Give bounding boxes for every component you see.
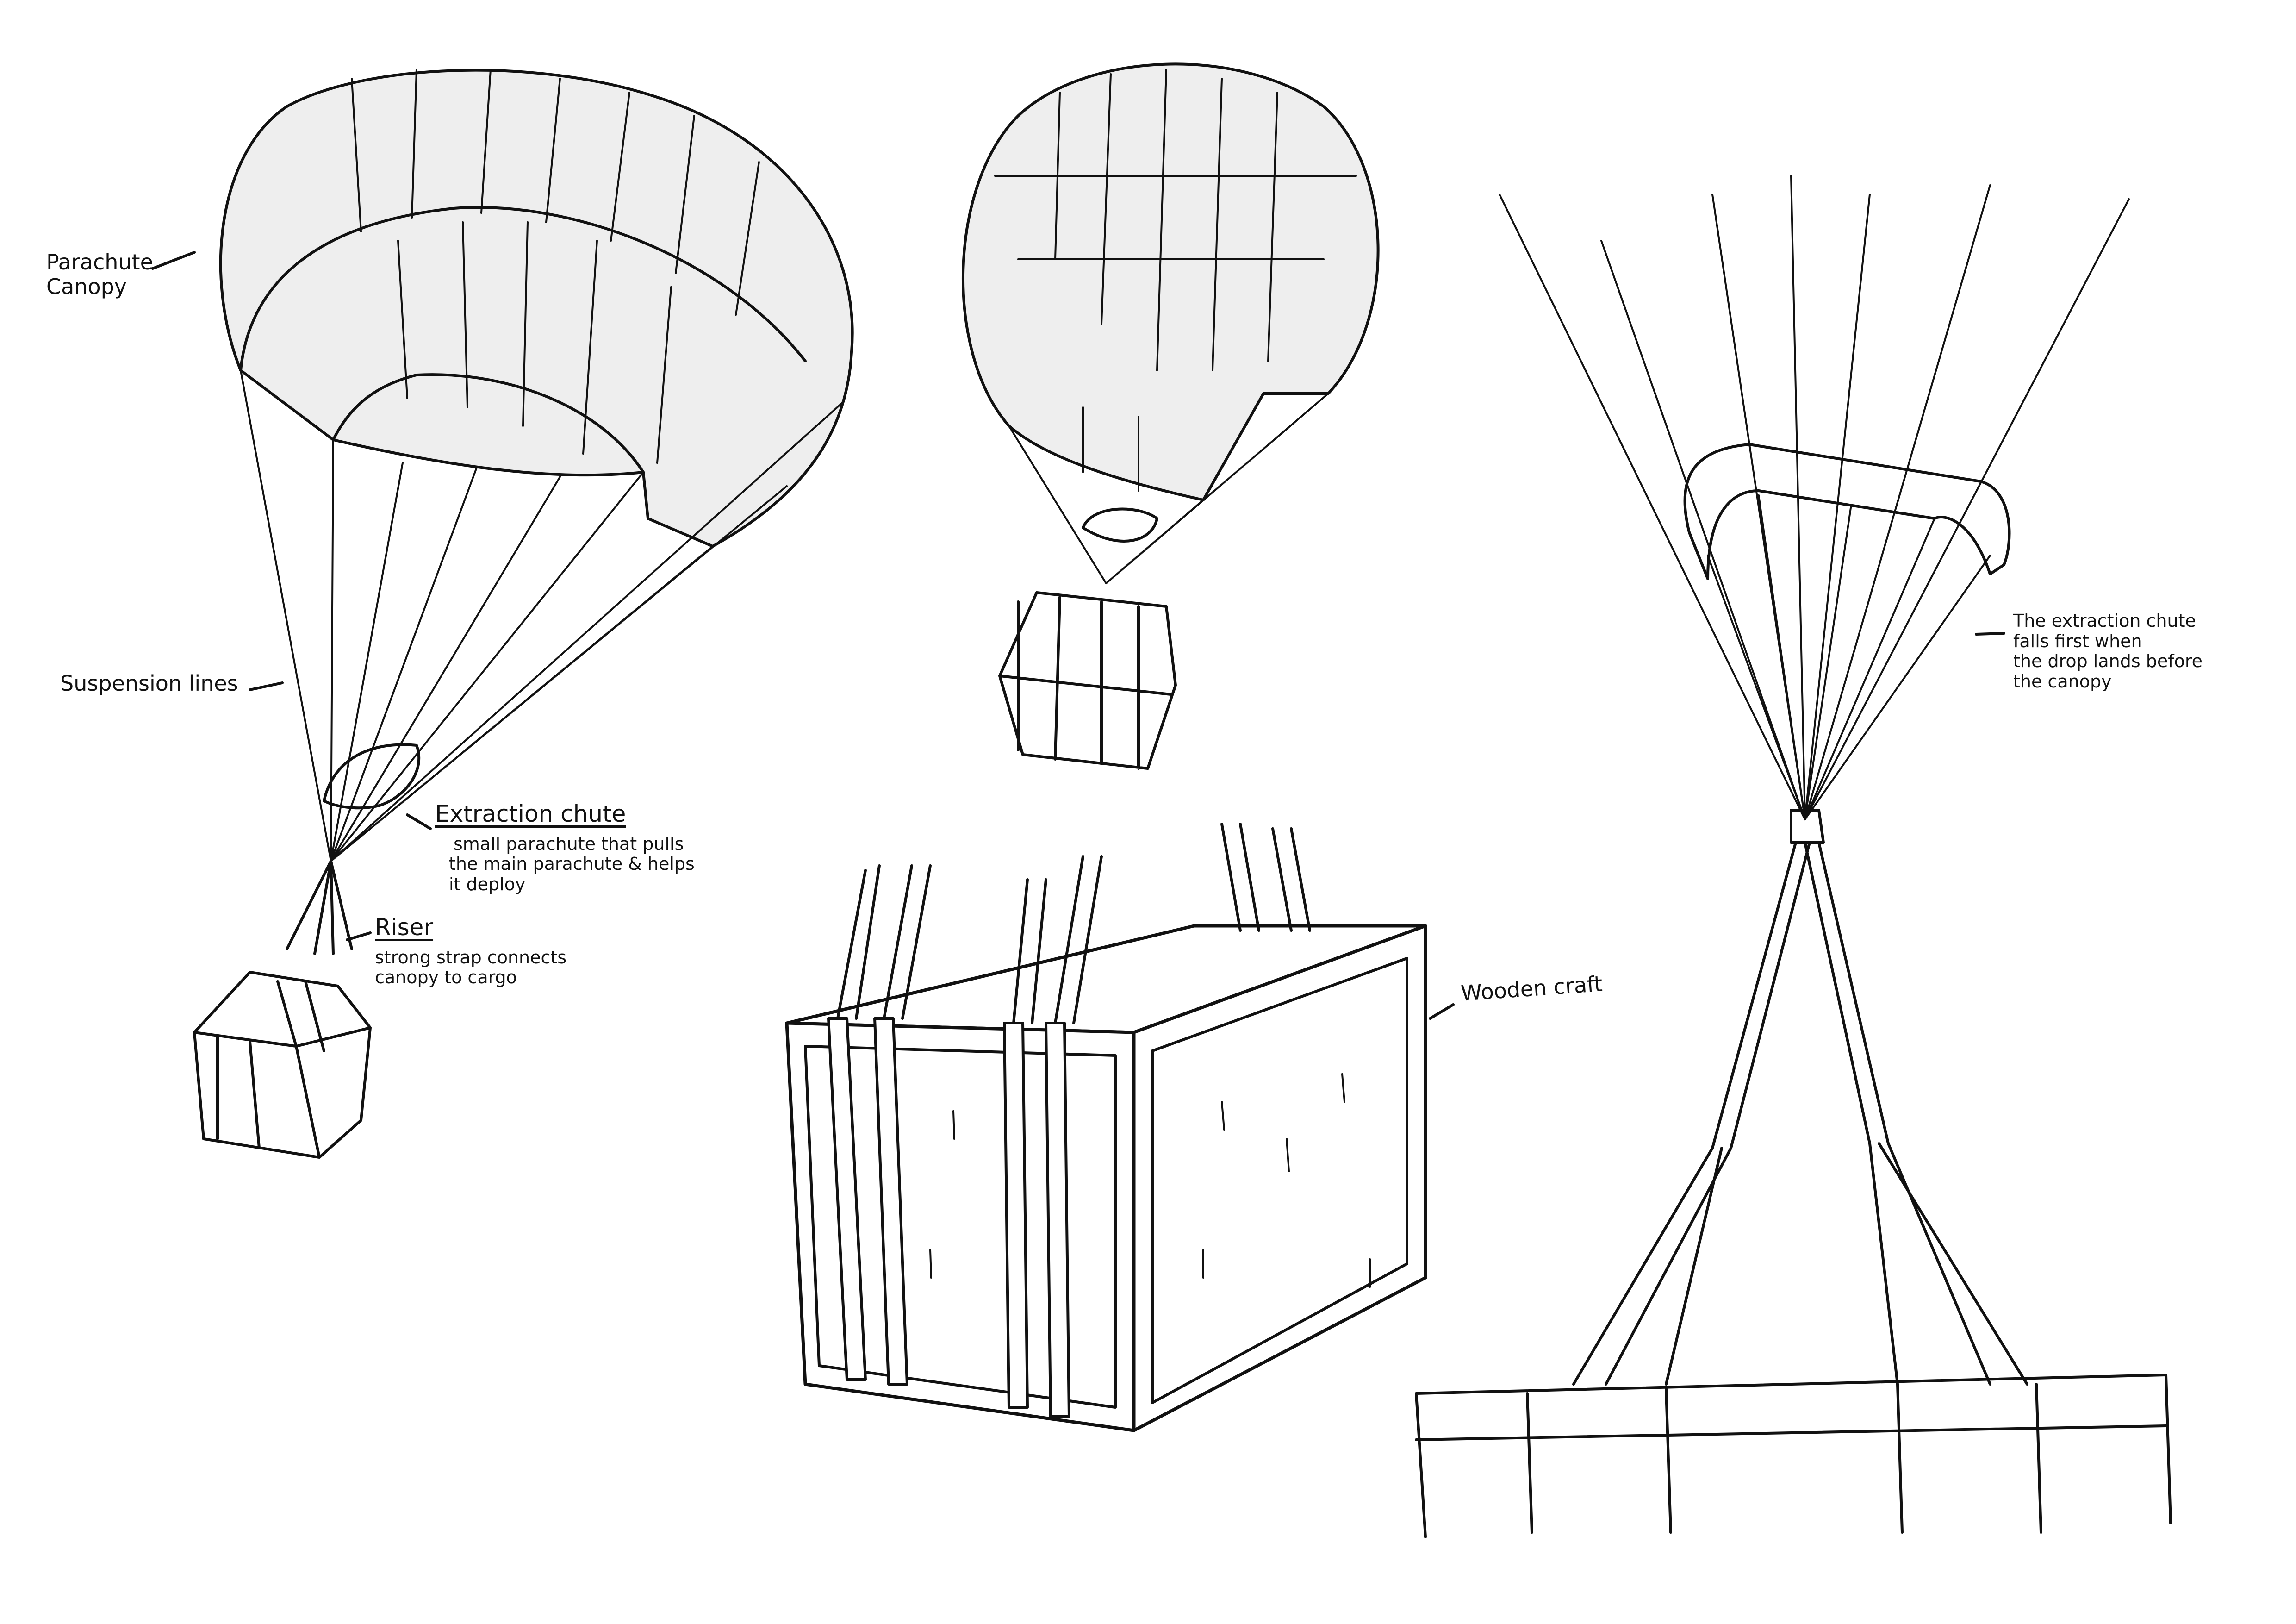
left-risers xyxy=(286,860,353,955)
crate-strap-4 xyxy=(1045,1022,1070,1418)
extraction-chute-title: Extraction chute xyxy=(435,800,626,827)
center-parachute-drawing xyxy=(961,62,1380,770)
left-extraction-chute xyxy=(323,743,421,810)
parachute-canopy-line-2: Canopy xyxy=(46,274,127,299)
center-canopy-gores xyxy=(994,69,1357,492)
leader-suspension xyxy=(249,681,284,691)
extraction-note-label: The extraction chute falls first when th… xyxy=(2013,611,2203,692)
right-parachute-drawing xyxy=(1415,175,2172,1538)
right-lines-up xyxy=(1499,175,2130,820)
extraction-note-line-4: the canopy xyxy=(2013,671,2112,692)
left-canopy-gores xyxy=(351,69,760,464)
extraction-note-line-3: the drop lands before xyxy=(2013,651,2203,672)
right-risers xyxy=(1572,841,2028,1386)
crate-strap-3 xyxy=(1003,1022,1029,1409)
parachute-canopy-line-1: Parachute xyxy=(46,250,153,275)
crate-strap-2 xyxy=(873,1017,908,1386)
leader-extraction xyxy=(406,813,432,830)
left-suspension-lines xyxy=(240,369,843,862)
left-canopy xyxy=(219,69,854,548)
left-canopy-band-2 xyxy=(332,373,645,474)
leader-canopy xyxy=(151,251,196,270)
right-cargo xyxy=(1415,1374,2172,1538)
center-cargo xyxy=(998,591,1177,770)
extraction-chute-desc-1: small parachute that pulls xyxy=(454,833,684,854)
riser-title: Riser xyxy=(375,914,434,941)
leader-note xyxy=(1975,632,2005,636)
left-cargo xyxy=(193,971,372,1159)
extraction-chute-desc-3: it deploy xyxy=(449,874,526,894)
leader-crate xyxy=(1429,1003,1455,1020)
crate-strap-1 xyxy=(827,1017,867,1381)
wooden-crate-drawing xyxy=(785,823,1427,1432)
extraction-chute-desc-2: the main parachute & helps xyxy=(449,854,695,874)
center-suspension-lines xyxy=(1008,393,1329,584)
crate-straps-up xyxy=(836,823,1311,1024)
right-confluence-knot xyxy=(1790,809,1825,844)
riser-desc-2: canopy to cargo xyxy=(375,967,517,988)
leader-riser xyxy=(346,931,372,941)
extraction-note-line-2: falls first when xyxy=(2013,631,2142,651)
suspension-lines-label: Suspension lines xyxy=(60,671,238,696)
right-canopy xyxy=(1683,443,2011,580)
center-extraction-chute xyxy=(1082,507,1158,543)
crate-grain xyxy=(929,1073,1371,1288)
extraction-note-line-1: The extraction chute xyxy=(2013,611,2196,631)
right-suspension-lines xyxy=(1707,494,1991,820)
parachute-canopy-label: Parachute Canopy xyxy=(46,250,153,299)
crate-right xyxy=(1132,924,1427,1432)
extraction-chute-label: Extraction chute small parachute that pu… xyxy=(435,800,695,895)
center-canopy xyxy=(961,62,1380,501)
riser-label: Riser strong strap connects canopy to ca… xyxy=(375,914,566,988)
riser-desc-1: strong strap connects xyxy=(375,947,567,968)
left-canopy-band xyxy=(239,206,807,372)
left-parachute-drawing xyxy=(193,69,854,1159)
leader-lines xyxy=(151,251,2005,1020)
